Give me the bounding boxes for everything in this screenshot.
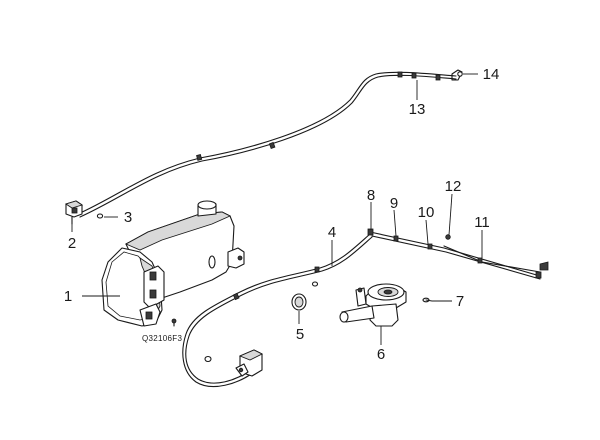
upper-washer-hose [77,69,463,218]
callout-13: 13 [409,101,426,118]
rear-hose-assembly [367,228,542,280]
callout-7: 7 [456,293,464,310]
callout-4: 4 [328,224,336,241]
part-2-nozzle [64,200,84,225]
callout-12: 12 [445,178,462,195]
callout-11: 11 [474,214,490,231]
tank-fastener [171,318,177,327]
part-5-grommet [291,293,307,311]
callout-8: 8 [367,187,375,204]
diagram-code: Q32106F3 [142,334,182,343]
part-14-grommet [457,71,463,77]
part-4-washer-hose [182,233,373,388]
callout-3: 3 [124,209,132,226]
part-7-fastener [422,297,433,303]
callout-5: 5 [296,326,304,343]
callout-6: 6 [377,346,385,363]
callout-9: 9 [390,195,398,212]
part-3-clip [96,213,104,219]
rear-end-connector [539,261,549,271]
lower-hose-ring [204,355,212,363]
callout-14: 14 [483,66,500,83]
part-12-fastener [445,234,451,240]
callout-2: 2 [68,235,76,252]
hose-ring [311,281,319,287]
callout-10: 10 [418,204,435,221]
front-nozzle-bracket [235,349,264,377]
part-1-reservoir-tank [101,200,245,327]
leader-lines [71,73,483,345]
part-6-pump-assembly [339,283,407,327]
callouts: 1 2 3 4 5 6 7 8 9 10 11 12 13 14 [64,66,500,363]
callout-1: 1 [64,288,72,305]
